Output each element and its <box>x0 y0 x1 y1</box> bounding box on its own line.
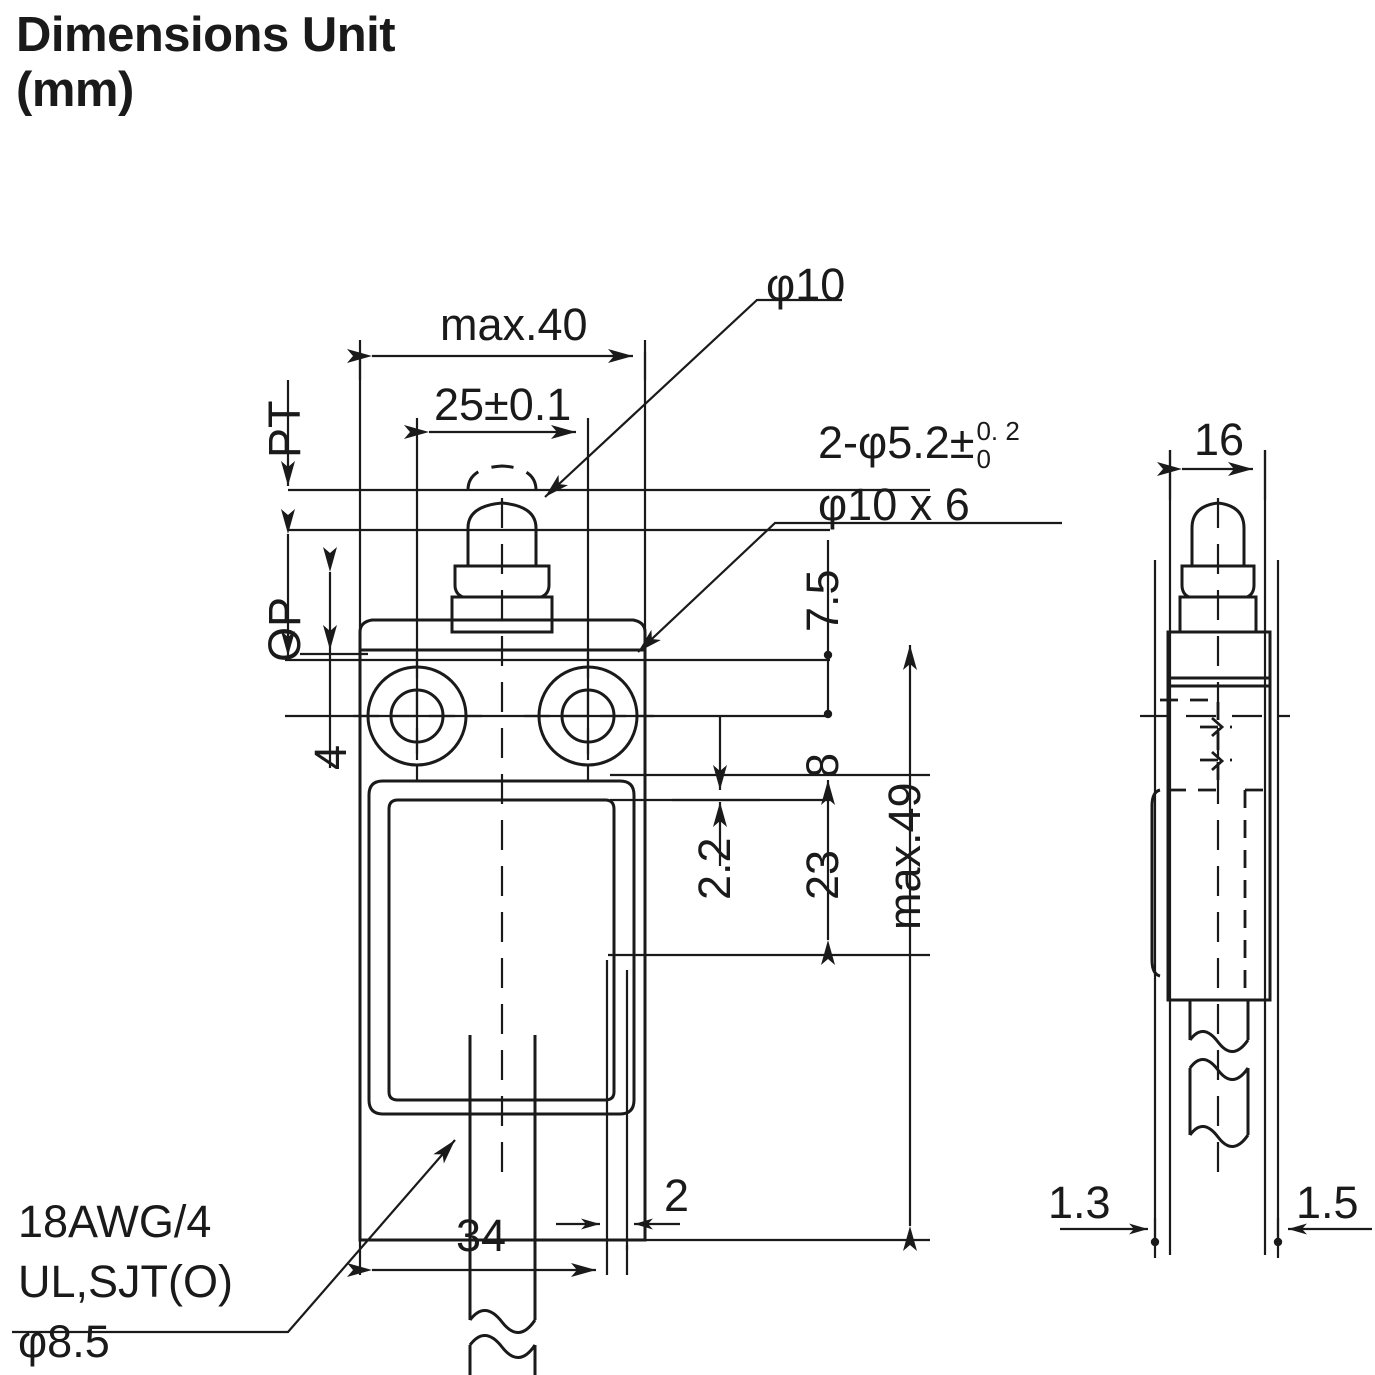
dim-label-34: 34 <box>456 1210 507 1261</box>
plunger-travel-hidden-arc <box>466 464 538 491</box>
dim-label-max49: max.49 <box>879 782 930 930</box>
leader-2phi52 <box>637 521 1062 653</box>
dim-label-2: 2 <box>664 1170 690 1221</box>
leader-phi10 <box>544 298 842 498</box>
dim-label-op: OP <box>259 596 310 662</box>
dim-16 <box>1157 450 1267 500</box>
cable-front-view <box>468 1035 537 1241</box>
mounting-holes-tol-lower: 0 <box>976 444 991 475</box>
cable-note-line3: φ8.5 <box>18 1315 110 1367</box>
side-extension-lines <box>1153 450 1280 1258</box>
leader-cable-note <box>12 1139 456 1334</box>
hole-centerlines <box>353 652 654 782</box>
body-recess <box>367 779 636 1116</box>
dim-1_5 <box>1273 1218 1372 1247</box>
dim-1_3 <box>1060 1218 1160 1247</box>
cable-note: 18AWG/4 UL,SJT(O) φ8.5 <box>18 1192 233 1372</box>
front-extension-lines <box>285 352 930 1275</box>
dim-label-7_5: 7.5 <box>797 569 848 632</box>
dim-label-4: 4 <box>305 744 356 770</box>
side-centerline <box>1140 498 1290 1175</box>
mounting-holes-tol-upper: 0. 2 <box>976 416 1020 447</box>
side-body <box>1150 686 1272 1002</box>
side-cable <box>1188 1000 1250 1148</box>
dim-label-16: 16 <box>1194 414 1245 465</box>
mounting-holes-note-line1: 2-φ5.2± <box>818 417 975 468</box>
dim-8 <box>713 660 833 790</box>
dim-label-1_5: 1.5 <box>1296 1177 1359 1228</box>
dim-label-8: 8 <box>797 752 848 778</box>
dim-max40 <box>347 340 647 380</box>
dim-4 <box>300 547 368 768</box>
dim-label-2_2: 2.2 <box>689 837 740 900</box>
cable-note-line2: UL,SJT(O) <box>18 1255 234 1307</box>
dim-label-23: 23 <box>797 849 848 900</box>
side-mechanism-detail <box>1211 716 1225 772</box>
dim-label-phi10: φ10 <box>766 259 846 310</box>
dim-label-25: 25±0.1 <box>434 379 572 430</box>
page-title: Dimensions Unit (mm) <box>16 8 396 117</box>
side-hidden-mechanism <box>1160 698 1270 1000</box>
dim-label-max40: max.40 <box>440 299 588 350</box>
dim-label-1_3: 1.3 <box>1048 1177 1111 1228</box>
cable-note-line1: 18AWG/4 <box>18 1196 212 1247</box>
dim-label-pt: PT <box>259 400 310 458</box>
dim-2_2 <box>672 798 760 866</box>
mounting-holes-note-line2: φ10 x 6 <box>818 479 970 531</box>
cable <box>468 1240 537 1375</box>
switch-body-outline <box>358 650 647 1242</box>
